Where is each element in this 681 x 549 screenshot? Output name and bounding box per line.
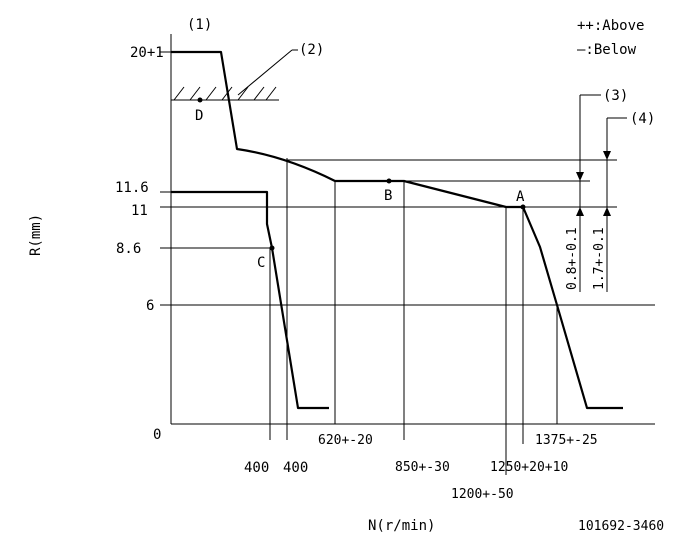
point-c-label: C bbox=[257, 255, 265, 271]
tolerance-4-label: 1.7+-0.1 bbox=[592, 227, 607, 290]
point-c-dot bbox=[269, 245, 275, 251]
x-tick-label-400b: 400 bbox=[283, 460, 308, 476]
x-tick-label-400a: 400 bbox=[244, 460, 269, 476]
figure-id: 101692-3460 bbox=[578, 519, 664, 534]
y-axis-title: R(mm) bbox=[28, 214, 44, 256]
point-a-label: A bbox=[516, 189, 525, 205]
point-b-label: B bbox=[384, 188, 392, 204]
x-tick-label-620: 620+-20 bbox=[318, 433, 373, 448]
point-b-dot bbox=[386, 178, 392, 184]
callout-1: (1) bbox=[187, 17, 212, 33]
x-tick-label-1200: 1200+-50 bbox=[451, 487, 514, 502]
callout-2: (2) bbox=[299, 42, 324, 58]
x-tick-label-850: 850+-30 bbox=[395, 460, 450, 475]
dim-3-arrow-bottom bbox=[576, 207, 584, 216]
dim-3-arrow-top bbox=[576, 172, 584, 181]
y-tick-label-11: 11 bbox=[131, 203, 148, 219]
dim-4-arrow-top bbox=[603, 151, 611, 160]
x-axis-title: N(r/min) bbox=[368, 518, 435, 534]
stopper-hatch bbox=[173, 86, 277, 101]
y-tick-label-0: 0 bbox=[153, 427, 161, 443]
callout-3: (3) bbox=[603, 88, 628, 104]
y-tick-label-11-6: 11.6 bbox=[115, 180, 149, 196]
legend-below: —:Below bbox=[577, 42, 637, 58]
y-tick-label-6: 6 bbox=[146, 298, 154, 314]
point-d-label: D bbox=[195, 108, 203, 124]
point-d-dot bbox=[197, 97, 203, 103]
callout-4: (4) bbox=[630, 111, 655, 127]
y-tick-label-20: 20+1 bbox=[130, 45, 164, 61]
point-a-dot bbox=[520, 204, 526, 210]
tolerance-3-label: 0.8+-0.1 bbox=[565, 227, 580, 290]
lower-curve bbox=[171, 190, 329, 410]
main-curve bbox=[171, 50, 623, 410]
x-tick-label-1375: 1375+-25 bbox=[535, 433, 598, 448]
dim-4-arrow-bottom bbox=[603, 207, 611, 216]
legend-above: ++:Above bbox=[577, 18, 644, 34]
x-tick-label-1250: 1250+20+10 bbox=[490, 460, 568, 475]
y-tick-label-8-6: 8.6 bbox=[116, 241, 141, 257]
callout-2-leader bbox=[237, 49, 293, 96]
